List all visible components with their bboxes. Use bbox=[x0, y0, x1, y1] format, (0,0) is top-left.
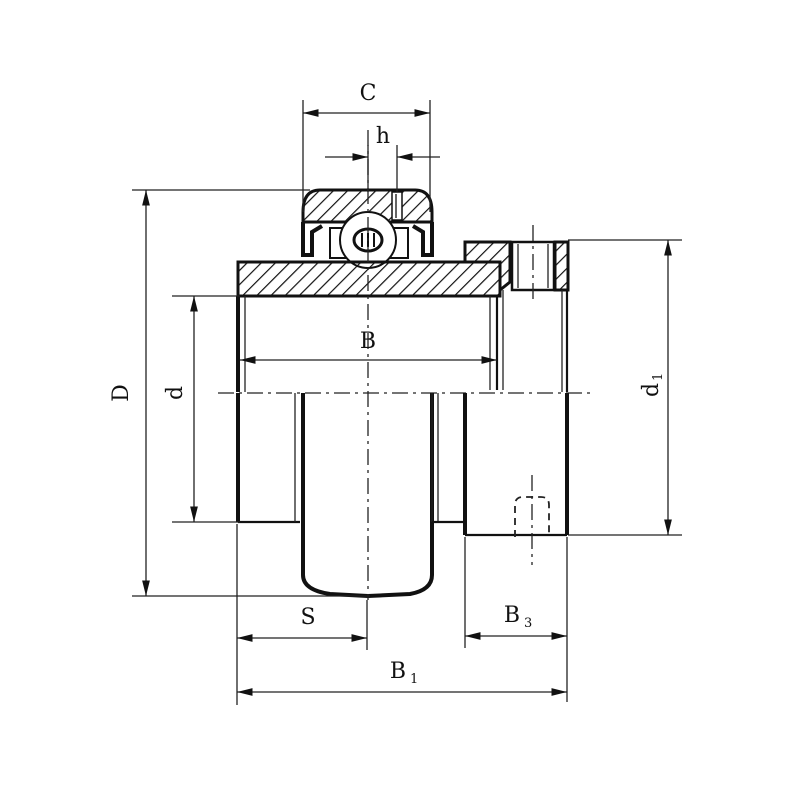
dimension-d: d bbox=[163, 295, 240, 523]
dimension-B3: B 3 bbox=[464, 537, 568, 702]
dimension-h: h bbox=[325, 124, 440, 192]
dimension-B1: B 1 bbox=[237, 659, 567, 696]
lower-section bbox=[236, 393, 569, 599]
label-B1: B bbox=[390, 659, 406, 684]
dimension-B: B bbox=[240, 329, 497, 364]
label-B1-subscript: 1 bbox=[410, 672, 418, 687]
set-screw bbox=[510, 225, 556, 300]
label-d1-subscript: 1 bbox=[651, 373, 666, 381]
label-B: B bbox=[360, 329, 376, 354]
label-B3: B bbox=[504, 603, 520, 628]
inner-ring bbox=[236, 240, 570, 298]
label-S: S bbox=[300, 605, 315, 630]
bore-upper bbox=[236, 290, 569, 392]
label-h: h bbox=[376, 124, 390, 149]
dimension-S: S bbox=[236, 524, 368, 705]
label-D: D bbox=[109, 384, 134, 402]
label-B3-subscript: 3 bbox=[524, 616, 532, 631]
label-d1: d bbox=[639, 383, 664, 397]
dimension-C: C bbox=[302, 81, 431, 212]
dimension-d1: d 1 bbox=[568, 239, 682, 536]
outer-ring bbox=[301, 188, 434, 257]
label-d: d bbox=[163, 386, 188, 400]
dimension-D: D bbox=[109, 189, 370, 597]
label-C: C bbox=[360, 81, 377, 106]
